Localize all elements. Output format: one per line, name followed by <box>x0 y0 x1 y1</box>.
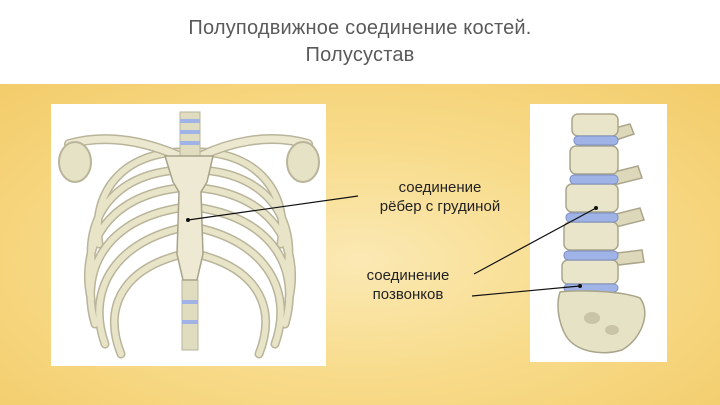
vertebra-joint-label-line-2: позвонков <box>372 286 444 303</box>
ribcage-illustration <box>58 111 320 359</box>
vertebra-joint-label: соединение позвонков <box>338 266 478 304</box>
slide-title-line-2: Полусустав <box>305 44 415 66</box>
rib-joint-label: соединение рёбер с грудиной <box>360 178 520 216</box>
rib-joint-label-line-2: рёбер с грудиной <box>379 198 501 215</box>
spine-illustration <box>557 113 646 354</box>
title-area: Полуподвижное соединение костей. Полусус… <box>0 0 720 84</box>
ribcage-illustration-panel <box>51 104 326 366</box>
rib-joint-label-line-1: соединение <box>398 179 482 196</box>
slide-title-line-1: Полуподвижное соединение костей. <box>188 17 532 39</box>
spine-illustration-panel <box>530 104 667 362</box>
vertebra-joint-label-line-1: соединение <box>366 267 450 284</box>
